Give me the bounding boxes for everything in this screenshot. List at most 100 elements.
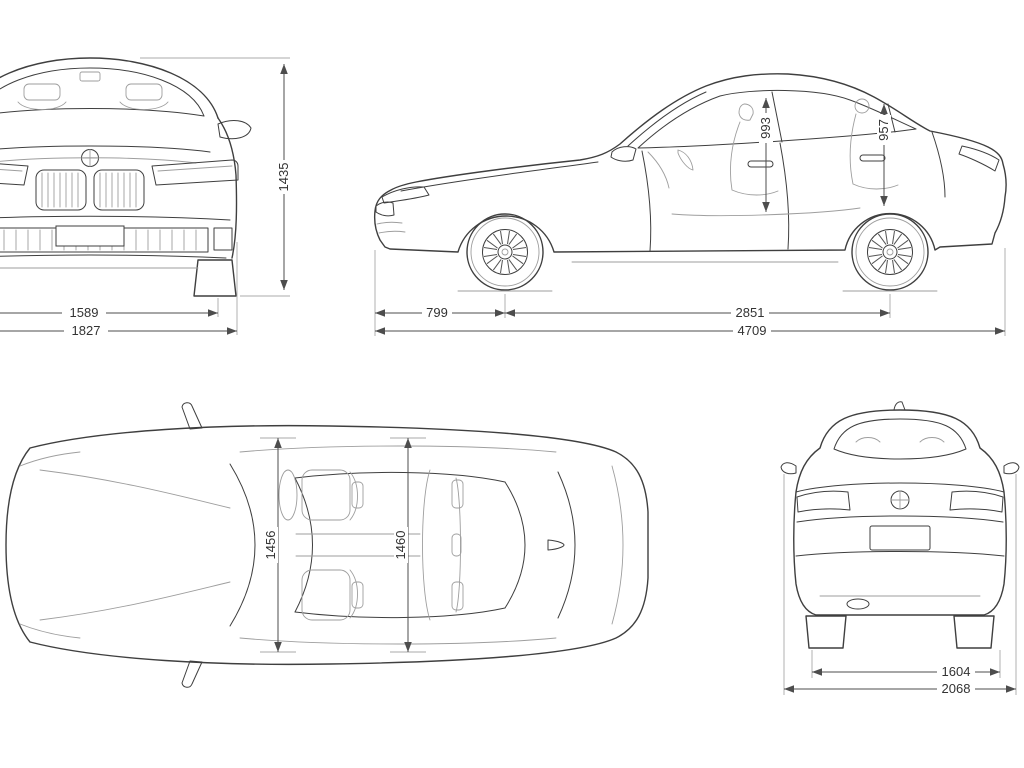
label-rear-track: 1604 [937,664,975,679]
rear-body-outline [793,409,1007,616]
side-interior [647,98,899,217]
door-handle-front [747,160,774,168]
dim-front-overhang: 799 [426,305,448,320]
side-headlight [381,186,430,204]
rear-window-top [504,481,526,609]
label-wheelbase: 2851 [731,305,769,320]
taillight-left [796,490,851,513]
side-front-wheel [467,214,543,290]
label-rear-headroom-halo [877,115,891,145]
top-interior [278,469,464,621]
dim-rear-track: 1604 [942,664,971,679]
rear-wheel-left [805,615,847,649]
label-track-front: 1589 [62,305,106,320]
side-view-dimensions: 993 957 799 2851 470 [374,98,1006,338]
windshield-top-edge [294,477,313,613]
headlight-right [151,159,239,186]
label-front-headroom: 993 [758,113,773,143]
top-body-outline [5,424,649,666]
side-mirror [610,146,637,162]
seat-passenger-back [349,569,358,619]
trunk-line-top [611,465,624,625]
seat-driver-back [349,471,358,521]
rear-view-dimensions: 1604 2068 [783,474,1017,696]
seat-driver-cushion [301,469,351,521]
taillight-side [958,145,1000,172]
side-view [373,73,1007,292]
corner-intake-right [213,227,233,251]
rear-headrest-shapes [855,437,945,443]
dim-top-front-width: 1456 [263,531,278,560]
rear-window [833,418,967,460]
door-handle-rear [859,154,886,162]
front-windshield [0,67,205,117]
label-wheelbase-halo [731,306,769,320]
grille-slats-right [99,172,137,208]
label-track-front-halo [62,306,106,320]
label-rear-interior-width: 1460 [393,527,408,563]
rear-headrest-right [451,581,464,611]
label-width-mirrors-halo [937,682,975,696]
headlight-left-line [0,169,23,172]
front-cowl [0,108,205,117]
dashboard [647,151,670,189]
rear-view [780,401,1020,649]
side-body-outline [373,73,1007,253]
label-front-interior-width-halo [264,527,278,563]
front-wheel-right [193,259,237,297]
label-front-interior-width: 1456 [263,527,278,563]
front-view-dimensions: 1435 1589 1827 [0,57,291,338]
side-grille [375,201,395,217]
rear-beltline [795,482,1005,493]
label-front-headroom-halo [759,113,773,143]
seat-passenger-cushion [301,569,351,621]
roundel-cross-rear [890,490,910,510]
dim-top-rear-width: 1460 [393,531,408,560]
headrest-right [125,83,163,101]
rear-door-cutline [779,142,790,250]
label-rear-headroom: 957 [876,115,891,145]
label-width-mirrors: 2068 [937,681,975,696]
rear-bumper-line [795,551,1005,557]
rear-window-base [557,471,576,619]
seat-tops [17,101,169,110]
hood-lines-top [39,469,231,621]
seat-driver-headrest [351,481,364,509]
front-seat [730,103,779,196]
front-door-cutline [641,150,652,252]
mirror-right [217,120,252,140]
dim-front-headroom: 993 [758,117,773,139]
license-plate-front [55,225,125,247]
exhaust-tip [846,598,870,610]
rear-headrest-center [451,533,462,557]
rear-mirror-left [780,462,797,475]
dim-rear-headroom: 957 [876,119,891,141]
mirror-top-upper [181,402,203,430]
headlight-left [0,163,29,186]
dim-length: 4709 [738,323,767,338]
hood-cutline [400,161,599,192]
taillight-right [949,490,1004,513]
seat-passenger-headrest [351,581,364,609]
grille-slats-left [41,172,79,208]
dim-wheelbase: 2851 [736,305,765,320]
front-view [0,57,252,297]
kidney-grille-left [35,169,87,211]
headrest-left [23,83,61,101]
dim-front-height: 1435 [276,163,291,192]
front-body-right [217,117,238,259]
antenna-fin-top [547,539,565,551]
label-front-overhang: 799 [422,305,452,320]
dim-front-track: 1589 [70,305,99,320]
roundel-cross [81,149,99,167]
rear-headrest [854,98,870,114]
mirror-top-lower [181,660,203,688]
steering-wheel-top [278,469,298,521]
antenna-fin-rear [893,401,906,411]
rear-bench-back [455,477,461,613]
rear-headrest-left [451,479,464,509]
label-rear-interior-width-halo [394,527,408,563]
label-height-halo [277,160,291,194]
rear-bench-front [422,469,431,621]
